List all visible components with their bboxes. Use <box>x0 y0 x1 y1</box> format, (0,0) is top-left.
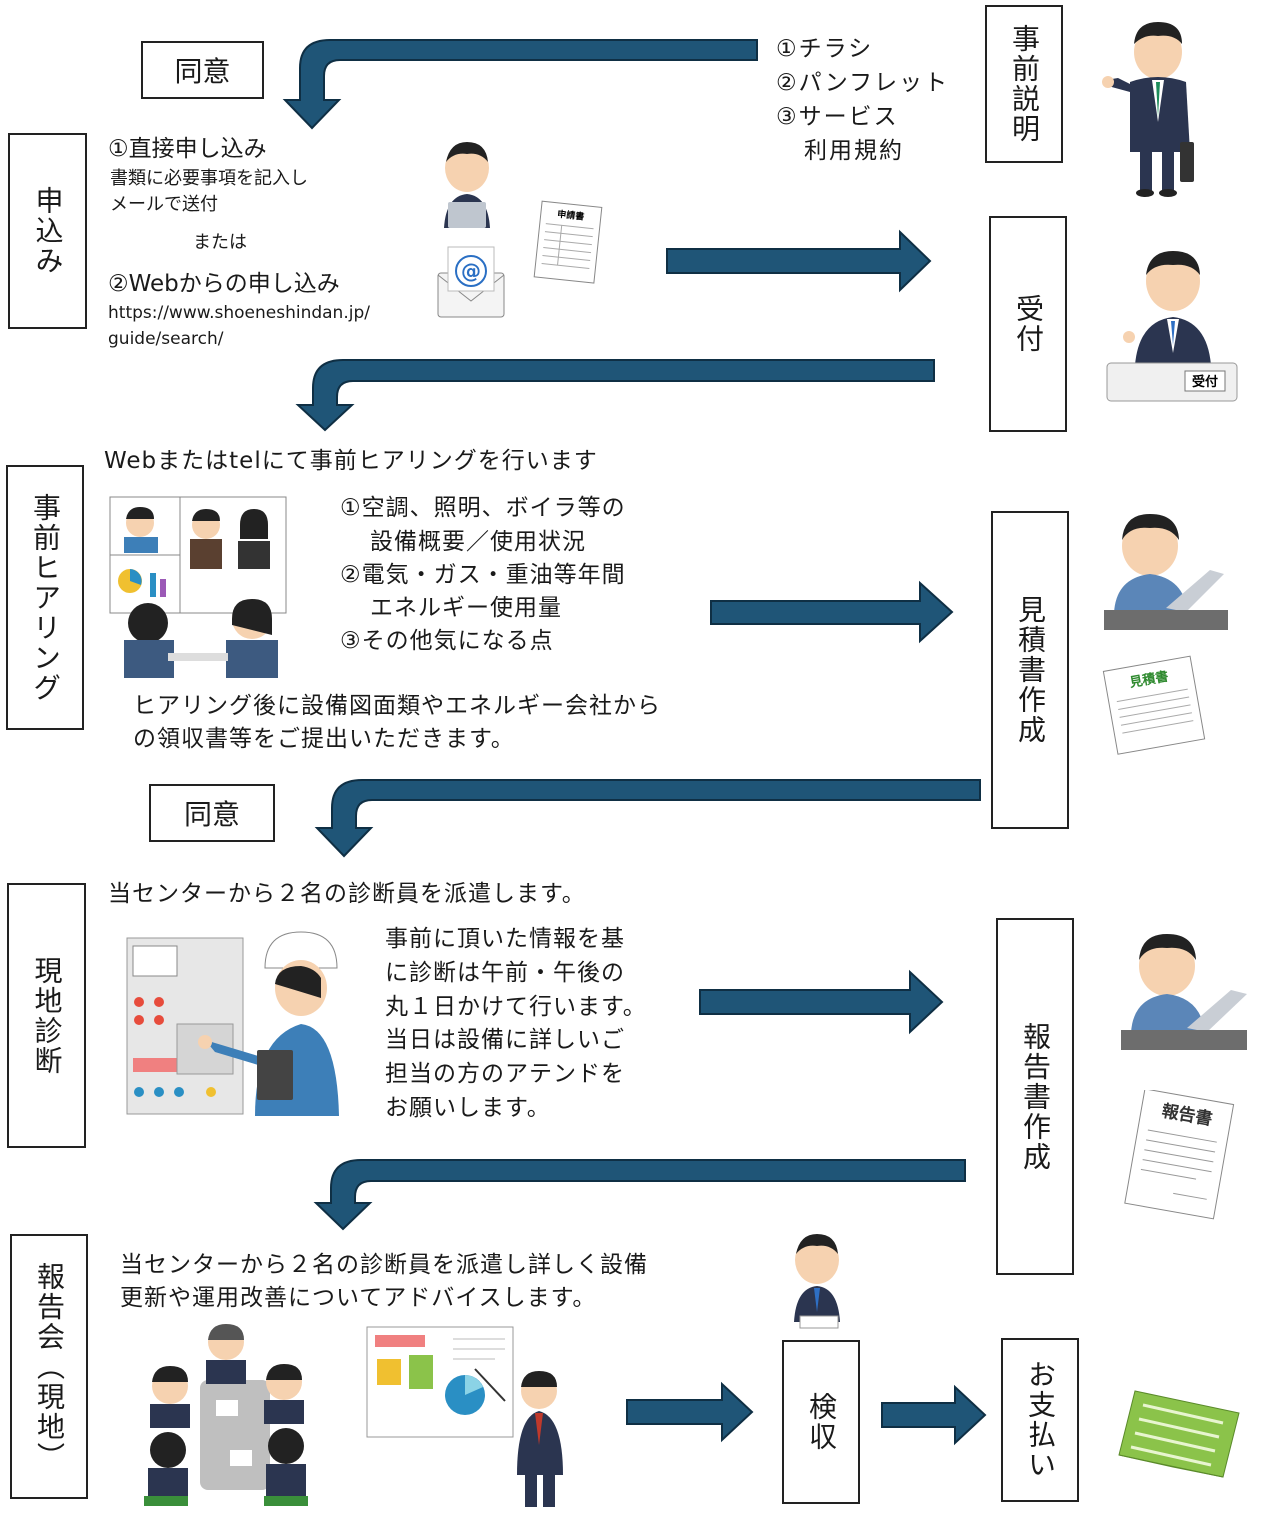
step-label: 事前ヒアリング <box>29 492 62 703</box>
genchi-body-3: 丸１日かけて行います。 <box>385 994 647 1020</box>
laptop-user-icon <box>444 142 490 228</box>
hearing-item-2: 設備概要／使用状況 <box>370 529 586 555</box>
step-label: 検収 <box>805 1392 838 1452</box>
step-moushikomi: 申込み <box>8 133 87 329</box>
houkokukai-line-1: 当センターから２名の診断員を派遣し詳しく設備 <box>120 1252 648 1278</box>
step-label: 見積書作成 <box>1014 595 1047 745</box>
inspector-icon <box>794 1234 840 1329</box>
or-text: または <box>193 232 247 253</box>
setsumei-item-1: ①チラシ <box>776 36 874 62</box>
genchi-body-2: に診断は午前・午後の <box>385 960 625 986</box>
step-label: 報告書作成 <box>1019 1021 1052 1172</box>
step-label: 事前説明 <box>1008 24 1041 144</box>
doui-box-1: 同意 <box>141 41 264 99</box>
video-conference-icon <box>109 496 287 678</box>
web-title: ②Webからの申し込み <box>108 271 340 297</box>
setsumei-item-2: ②パンフレット <box>776 70 950 96</box>
estimate-worker-icon <box>1104 514 1228 630</box>
doui-label-2: 同意 <box>183 798 240 831</box>
presentation-board-icon <box>366 1326 563 1507</box>
doui-box-2: 同意 <box>149 784 275 842</box>
genchi-body-1: 事前に頂いた情報を基 <box>385 926 625 952</box>
houkokukai-line-2: 更新や運用改善についてアドバイスします。 <box>120 1285 597 1311</box>
direct-desc-2: メールで送付 <box>110 194 218 215</box>
step-label: 報告会（現地） <box>33 1261 66 1472</box>
control-panel-worker-icon <box>126 931 339 1116</box>
application-form-icon: 申請書 <box>533 200 603 284</box>
step-genchi: 現地診断 <box>7 883 86 1148</box>
businessman-presenter-icon <box>1102 22 1194 197</box>
step-label: お支払い <box>1024 1360 1057 1480</box>
step-uketsuke: 受付 <box>989 216 1067 432</box>
hearing-title: Webまたはtelにて事前ヒアリングを行います <box>104 448 598 474</box>
meeting-table-icon <box>144 1324 308 1506</box>
hearing-after-1: ヒアリング後に設備図面類やエネルギー会社から <box>133 693 661 719</box>
step-jizen-hearing: 事前ヒアリング <box>6 465 84 730</box>
step-houkokusho: 報告書作成 <box>996 918 1074 1275</box>
estimate-title: 見積書 <box>1127 668 1169 691</box>
setsumei-item-4: 利用規約 <box>804 138 904 164</box>
url-line-2: guide/search/ <box>108 329 224 349</box>
hearing-item-4: エネルギー使用量 <box>370 595 562 621</box>
hearing-item-1: ①空調、照明、ボイラ等の <box>340 495 626 521</box>
genchi-body-4: 当日は設備に詳しいご <box>385 1027 625 1053</box>
step-oshiharai: お支払い <box>1001 1338 1079 1502</box>
step-mitsumori: 見積書作成 <box>991 511 1069 829</box>
setsumei-item-3: ③サービス <box>776 104 899 130</box>
svg-text:@: @ <box>461 259 481 283</box>
estimate-document-icon: 見積書 <box>1102 655 1206 755</box>
step-houkokukai: 報告会（現地） <box>10 1234 88 1499</box>
genchi-body-5: 担当の方のアテンドを <box>385 1061 625 1087</box>
reception-staff-icon: 受付 <box>1106 251 1238 402</box>
genchi-title: 当センターから２名の診断員を派遣します。 <box>108 881 586 907</box>
url-line-1: https://www.shoeneshindan.jp/ <box>108 303 370 323</box>
hearing-item-5: ③その他気になる点 <box>340 628 554 654</box>
direct-title: ①直接申し込み <box>108 136 267 162</box>
step-label: 申込み <box>31 186 65 276</box>
reception-sign: 受付 <box>1192 374 1218 390</box>
direct-desc-1: 書類に必要事項を記入し <box>110 168 308 189</box>
step-label: 現地診断 <box>30 955 64 1076</box>
step-label: 受付 <box>1012 294 1045 354</box>
hearing-item-3: ②電気・ガス・重油等年間 <box>340 562 626 588</box>
form-title: 申請書 <box>557 208 585 223</box>
genchi-body-6: お願いします。 <box>385 1095 551 1121</box>
step-kenshu: 検収 <box>782 1340 860 1504</box>
payment-booklet-icon <box>1118 1390 1240 1478</box>
report-document-icon: 報告書 <box>1124 1090 1235 1220</box>
report-writer-icon <box>1121 934 1247 1050</box>
hearing-after-2: の領収書等をご提出いただきます。 <box>133 726 515 752</box>
doui-label-1: 同意 <box>174 55 231 88</box>
step-jizen-setsumei: 事前説明 <box>985 5 1063 163</box>
email-icon: @ <box>437 246 505 318</box>
